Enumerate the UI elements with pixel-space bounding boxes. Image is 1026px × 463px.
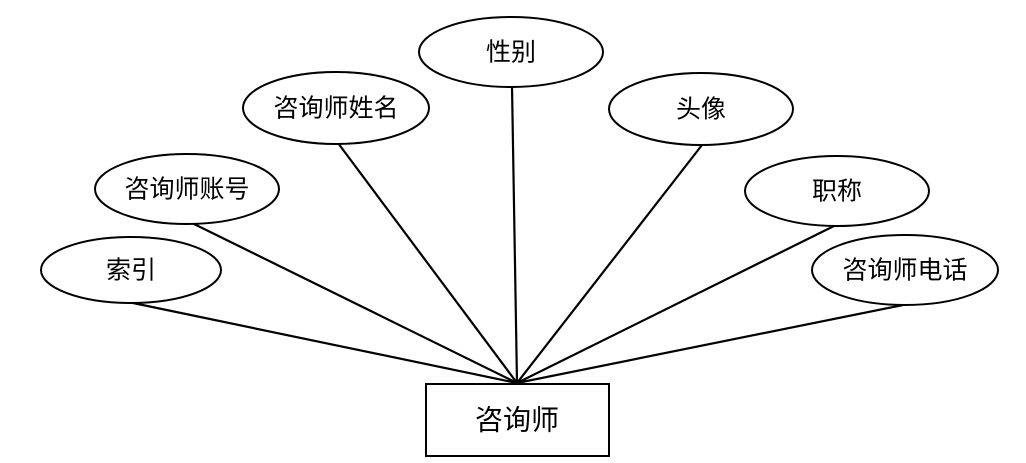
attribute-avatar: 头像	[608, 72, 794, 146]
connector-phone	[516, 302, 909, 385]
attribute-gender-ellipse	[418, 16, 604, 88]
attribute-phone-label: 咨询师电话	[842, 256, 967, 285]
entity-counselor-box	[425, 383, 610, 457]
attribute-gender: 性别	[418, 16, 604, 88]
connector-name	[337, 142, 518, 384]
connector-index	[132, 301, 518, 385]
attribute-avatar-label: 头像	[676, 95, 726, 124]
attribute-index-label: 索引	[106, 256, 156, 285]
attribute-avatar-ellipse	[608, 72, 794, 146]
connector-avatar	[516, 144, 703, 384]
attribute-name: 咨询师姓名	[242, 71, 430, 145]
attribute-index: 索引	[40, 236, 222, 304]
entity-counselor-label: 咨询师	[475, 404, 559, 437]
attribute-phone: 咨询师电话	[811, 234, 999, 306]
attribute-phone-ellipse	[811, 234, 999, 306]
connector-lines	[132, 85, 909, 385]
attribute-account-ellipse	[94, 153, 280, 225]
attribute-index-ellipse	[40, 236, 222, 304]
connector-account	[189, 221, 518, 384]
attribute-title: 职称	[744, 155, 930, 227]
connector-title	[516, 224, 837, 384]
entity-counselor: 咨询师	[425, 383, 610, 457]
attribute-gender-label: 性别	[486, 38, 536, 67]
attribute-account: 咨询师账号	[94, 153, 280, 225]
connector-gender	[510, 85, 519, 384]
attribute-title-label: 职称	[812, 177, 862, 206]
attribute-name-label: 咨询师姓名	[273, 94, 398, 123]
attribute-title-ellipse	[744, 155, 930, 227]
attribute-account-label: 咨询师账号	[124, 175, 249, 204]
attribute-name-ellipse	[242, 71, 430, 145]
